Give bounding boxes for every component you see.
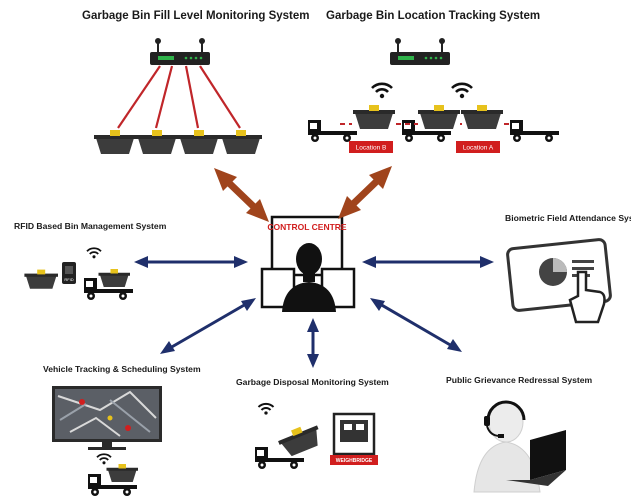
garbage-bin-icon — [220, 130, 262, 154]
garbage-bin-icon — [136, 130, 178, 154]
garbage-bin-icon — [178, 130, 220, 154]
grievance-system-title: Public Grievance Redressal System — [446, 375, 593, 385]
garbage-bin-icon — [98, 269, 130, 287]
wifi-icon — [86, 247, 102, 260]
laptop-icon — [506, 430, 566, 486]
grievance-link-arrow — [370, 298, 462, 352]
garbage-bin-icon — [418, 105, 460, 129]
sensor-link-lines — [117, 65, 241, 129]
control-centre-label: CONTROL CENTRE — [267, 222, 347, 232]
support-agent-icon — [473, 400, 541, 493]
fill-level-system-title: Garbage Bin Fill Level Monitoring System — [82, 10, 310, 22]
weighbridge-icon: WEIGHBRIDGE — [330, 412, 378, 465]
rfid-link-arrow — [134, 256, 248, 268]
weighbridge-label: WEIGHBRIDGE — [336, 458, 373, 464]
control-centre: CONTROL CENTRE — [260, 215, 356, 312]
vehicle-link-arrow — [160, 298, 256, 354]
pointing-hand-icon — [568, 270, 606, 324]
garbage-bin-icon — [94, 130, 136, 154]
biometric-link-arrow — [362, 256, 494, 268]
location-tracking-system-title: Garbage Bin Location Tracking System — [326, 10, 541, 22]
tipping-bin-icon — [276, 420, 325, 459]
garbage-bin-icon — [353, 105, 395, 129]
tracking-monitor-icon — [52, 386, 162, 450]
location-b-badge: Location B — [349, 141, 393, 153]
garbage-bin-icon — [24, 269, 58, 289]
location-a-label: Location A — [463, 145, 494, 152]
garbage-bin-icon — [461, 105, 503, 129]
biometric-system-title: Biometric Field Attendance System — [505, 213, 631, 223]
wifi-icon — [370, 82, 394, 100]
fill-level-router-icon — [149, 37, 211, 66]
wifi-icon — [257, 402, 275, 416]
location-router-icon — [389, 37, 451, 66]
disposal-system-title: Garbage Disposal Monitoring System — [236, 377, 389, 387]
wifi-icon — [96, 453, 112, 466]
location-a-badge: Location A — [456, 141, 500, 153]
location-b-label: Location B — [356, 145, 387, 152]
garbage-bin-icon — [106, 464, 138, 482]
vehicle-system-title: Vehicle Tracking & Scheduling System — [43, 364, 201, 374]
rfid-reader-icon: RFID — [62, 262, 76, 284]
location-link-arrow — [338, 166, 392, 219]
operator-silhouette-icon — [282, 243, 336, 312]
fill-level-link-arrow — [214, 168, 269, 222]
rfid-tag-label: RFID — [64, 277, 73, 282]
wifi-icon — [450, 82, 474, 100]
truck-icon — [510, 120, 559, 142]
rfid-system-title: RFID Based Bin Management System — [14, 221, 167, 231]
disposal-link-arrow — [307, 318, 319, 368]
